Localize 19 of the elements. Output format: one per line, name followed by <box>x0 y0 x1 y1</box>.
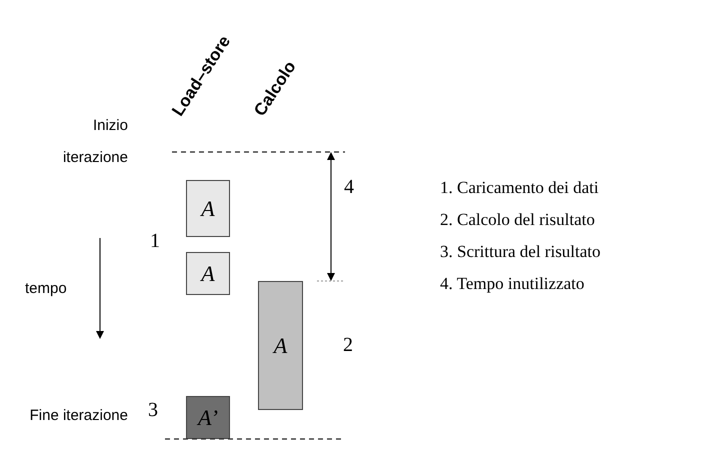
task-box <box>186 180 230 237</box>
legend-item: 4. Tempo inutilizzato <box>440 274 584 294</box>
axis-label: tempo <box>25 280 67 297</box>
box-label: A’ <box>198 404 218 430</box>
task-box <box>186 396 230 439</box>
legend-item: 3. Scrittura del risultato <box>440 242 601 262</box>
legend-item: 2. Calcolo del risultato <box>440 210 595 230</box>
callout-number: 4 <box>344 176 354 199</box>
phase-label: Fine iterazione <box>30 406 128 426</box>
callout-number: 3 <box>148 399 158 422</box>
box-label: A <box>201 260 215 286</box>
phase-label: Inizio iterazione <box>62 116 128 168</box>
legend-item: 1. Caricamento dei dati <box>440 178 599 198</box>
box-label: A <box>201 196 215 222</box>
task-box <box>258 281 303 410</box>
box-label: A <box>274 332 288 358</box>
callout-number: 2 <box>343 334 353 357</box>
task-box <box>186 252 230 295</box>
callout-number: 1 <box>150 230 160 253</box>
